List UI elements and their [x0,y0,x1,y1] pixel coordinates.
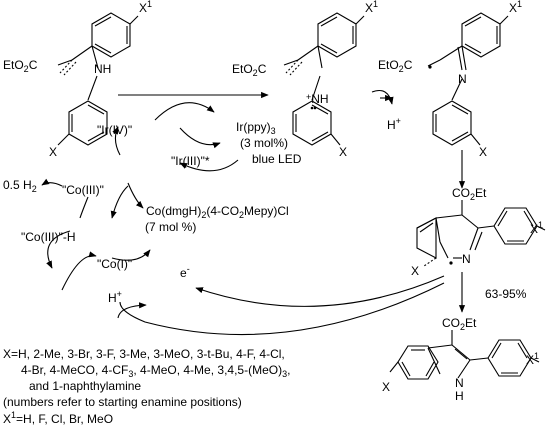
x-label-a: X [49,145,58,159]
co-loading-label: (7 mol %) [145,220,197,234]
cobalt-cycle [41,178,151,291]
indole-h-label: H [455,389,464,403]
x-label-b: X [339,145,348,159]
ester-label-c: EtO2C [378,58,413,74]
x-substituents-line1: X=H, 2-Me, 3-Br, 3-F, 3-Me, 3-MeO, 3-t-B… [3,347,285,361]
x-label-d: X [411,264,420,278]
imine-n-label: N [458,72,467,86]
ir-excited-label: "Ir(III)"* [171,154,210,168]
ester-label-b: EtO2C [232,62,267,78]
co-iii-label: "Co(III)" [62,183,104,197]
proton-label: H+ [387,116,401,133]
ester-label-e: CO2Et [442,316,477,332]
yield-label: 63-95% [485,287,527,301]
x1-label-c: X1 [509,0,523,15]
ir-iv-label: "Ir(IV)" [97,123,133,137]
cyclized-intermediate-structure [416,200,546,267]
nh-label-b: +NH [306,92,329,106]
x1-label-d: X1 [530,220,544,237]
electron-label: e- [180,264,190,281]
ester-label-a: EtO2C [3,58,38,74]
ester-label-d: CO2Et [452,186,487,202]
indole-product-structure [389,330,540,380]
blue-led-label: blue LED [252,152,302,166]
x1-label-b: X1 [365,0,379,15]
ring-n-label: N [462,252,471,266]
enamine-structure [57,12,139,146]
proton-label-2: H+ [108,289,122,306]
x-substituents-line3: and 1-naphthylamine [29,379,142,393]
x-substituents-line2: 4-Br, 4-MeCO, 4-CF3, 4-MeO, 4-Me, 3,4,5-… [21,363,291,379]
ir-loading-label: (3 mol%) [240,136,289,150]
deprotonation-arrow [371,89,394,105]
radical-cation-structure [283,12,365,146]
ir-ppy-label: Ir(ppy)3 [236,120,276,136]
co-iii-h-label: "Co(III)"-H [21,230,76,244]
x1-substituents-line: X1=H, F, Cl, Br, MeO [3,410,114,427]
x1-label-a: X1 [139,0,153,15]
imine-radical-structure [427,12,509,146]
proton-return-arrow [119,282,445,336]
x-label-e: X [382,380,391,394]
electron-transfer-arrow [195,275,445,307]
co-i-label: "Co(I)" [97,257,133,271]
nh-label-a: NH [94,62,112,76]
x-substituents-line4: (numbers refer to starting enamine posit… [3,395,242,409]
h2-label: 0.5 H2 [3,178,37,194]
co-catalyst-label: Co(dmgH)2(4-CO2Mepy)Cl [146,204,289,220]
iridium-cycle [112,102,239,172]
indole-n-label: N [455,376,464,390]
x-label-c: X [479,145,488,159]
x1-label-e: X1 [526,351,540,368]
